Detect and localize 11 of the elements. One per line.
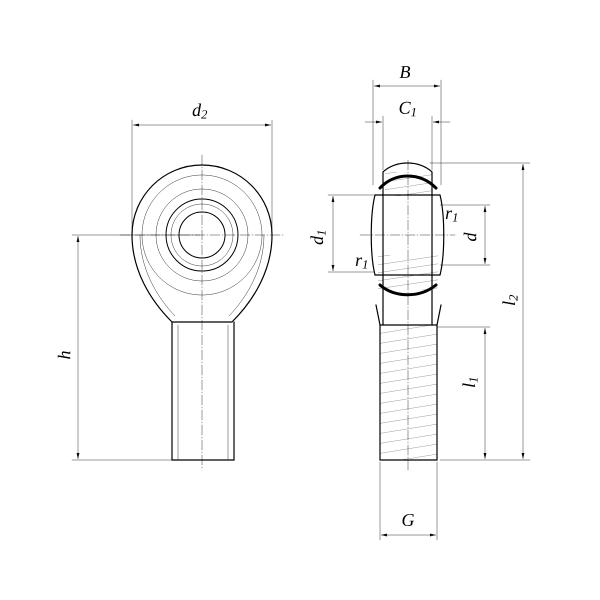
dimension-label: B bbox=[400, 66, 410, 78]
dimension-label: l$_{2}$ bbox=[502, 294, 518, 305]
dimension-label: d$_{1}$ bbox=[310, 230, 326, 244]
dimension-label: G bbox=[402, 514, 414, 526]
dimension-label: r$_{1}$ bbox=[446, 210, 458, 222]
dimension-label: C$_{1}$ bbox=[400, 102, 416, 116]
dimension-label: d$_{2}$ bbox=[192, 103, 208, 119]
dimension-label: l$_{1}$ bbox=[462, 378, 478, 387]
dimension-label: r$_{1}$ bbox=[356, 257, 368, 269]
dimension-label: d bbox=[464, 232, 476, 241]
dimension-label: h bbox=[58, 351, 70, 359]
